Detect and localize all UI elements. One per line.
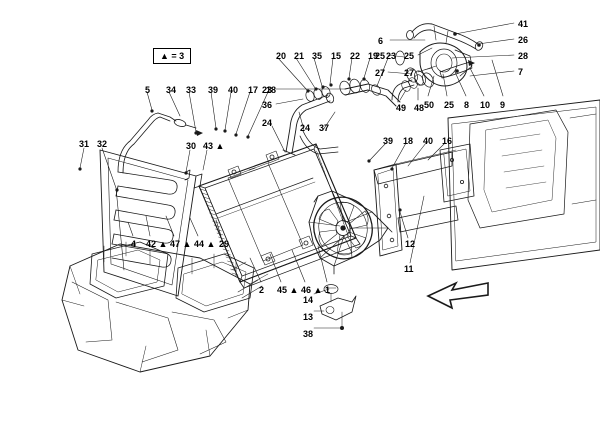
leader-lines-bumper — [127, 215, 222, 237]
callout-36: 36 — [262, 100, 273, 110]
callout-39b: 39 — [383, 136, 394, 146]
callout-33: 33 — [186, 85, 197, 95]
callout-27-right: 27 — [404, 68, 415, 78]
legend-box: ▲ = 3 — [153, 48, 192, 64]
leader-lines-top-left — [146, 91, 269, 137]
callout-28: 28 — [518, 51, 529, 61]
callout-6: 6 — [378, 36, 384, 46]
callout-24-bottom: 24 — [300, 123, 311, 133]
lower-sensor-bracket — [319, 284, 357, 329]
leader-lines-top-right — [387, 22, 515, 77]
leader-lines-30-43 — [185, 149, 208, 173]
callout-23-top: 23 — [386, 51, 397, 61]
callout-26: 26 — [518, 35, 529, 45]
bolt-markers — [196, 60, 475, 136]
upper-right-hoses — [406, 23, 484, 51]
callout-25-left: 25 — [375, 51, 386, 61]
forward-direction-arrow — [426, 281, 489, 310]
callout-14: 14 — [303, 295, 314, 305]
callout-20: 20 — [276, 51, 287, 61]
callout-30: 30 — [186, 141, 197, 151]
callout-46: 46 ▲ — [301, 285, 323, 295]
engine-bay-frame — [373, 99, 600, 271]
callout-32: 32 — [97, 139, 108, 149]
front-undertray — [61, 241, 269, 373]
cooling-fan-assembly — [308, 190, 393, 275]
callout-34: 34 — [166, 85, 177, 95]
callout-50: 50 — [424, 100, 435, 110]
callout-25-bottom: 25 — [444, 100, 455, 110]
leader-lines-mid-right — [369, 142, 446, 169]
radiator-core — [198, 143, 361, 289]
callout-12: 12 — [405, 239, 416, 249]
callout-5: 5 — [145, 85, 151, 95]
leader-lines-top-middle — [277, 57, 389, 91]
callout-22: 22 — [350, 51, 361, 61]
callout-27: 27 — [375, 68, 386, 78]
callout-45: 45 ▲ — [277, 285, 299, 295]
callout-18b: 18 — [403, 136, 414, 146]
callout-31: 31 — [79, 139, 90, 149]
callout-47: 47 ▲ — [170, 239, 192, 249]
callout-43: 43 ▲ — [203, 141, 225, 151]
callout-21: 21 — [294, 51, 305, 61]
callout-16: 16 — [442, 136, 453, 146]
callout-40a: 40 — [228, 85, 239, 95]
callout-23-left: 23 — [262, 85, 273, 95]
callout-9: 9 — [500, 100, 506, 110]
callout-29: 29 — [219, 239, 230, 249]
callout-15: 15 — [331, 51, 342, 61]
callout-18a: 18 — [266, 85, 277, 95]
callout-41: 41 — [518, 19, 529, 29]
callout-40b: 40 — [423, 136, 434, 146]
callout-48a: 48 — [414, 103, 425, 113]
callout-24-left: 24 — [262, 118, 273, 128]
callout-8: 8 — [464, 100, 470, 110]
callout-35: 35 — [312, 51, 323, 61]
callout-11: 11 — [404, 264, 414, 274]
callout-19: 19 — [368, 51, 379, 61]
callout-44: 44 ▲ — [194, 239, 216, 249]
callout-25-right: 25 — [404, 51, 415, 61]
callout-49: 49 — [396, 103, 407, 113]
thermostat-housing — [391, 42, 473, 103]
callout-7: 7 — [518, 67, 524, 77]
leader-lines-hose-left — [271, 88, 346, 153]
callout-10: 10 — [480, 100, 491, 110]
callout-2: 2 — [259, 285, 265, 295]
callout-42: 42 ▲ — [146, 239, 168, 249]
callout-39a: 39 — [208, 85, 219, 95]
callout-4: 4 — [131, 239, 137, 249]
callout-37: 37 — [319, 123, 330, 133]
leader-lines-frame — [399, 195, 425, 264]
leader-lines-left — [79, 147, 125, 271]
callout-38: 38 — [303, 329, 314, 339]
callout-1: 1 — [325, 285, 331, 295]
callout-17: 17 — [248, 85, 259, 95]
coolant-hoses — [282, 78, 401, 156]
callout-13: 13 — [303, 312, 314, 322]
leader-lines-sensor — [313, 288, 342, 329]
